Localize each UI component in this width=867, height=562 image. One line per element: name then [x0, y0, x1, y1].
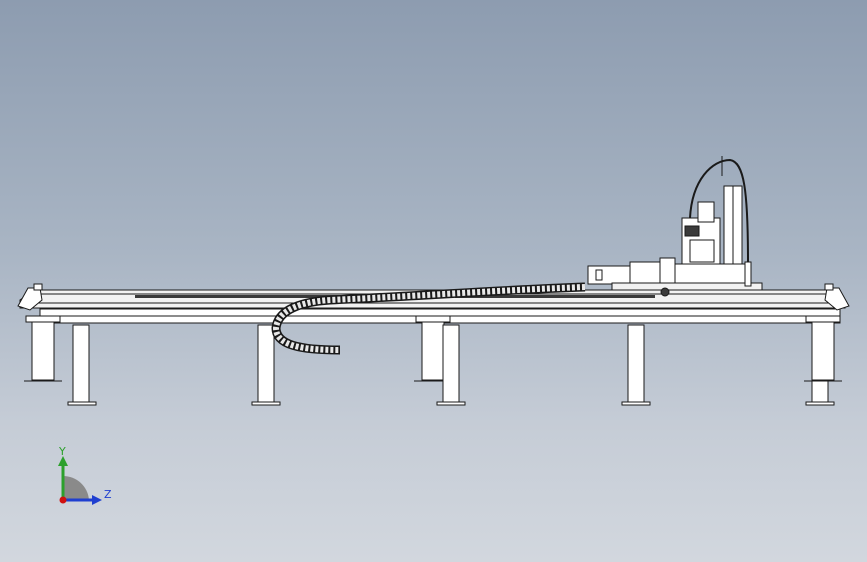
z-axis-column: [723, 185, 743, 265]
gantry-carriage: [587, 257, 763, 297]
support-leg: [804, 315, 842, 382]
support-leg: [67, 324, 97, 406]
support-leg: [251, 324, 281, 406]
end-cap-left: [17, 283, 43, 311]
coordinate-triad-icon: Y Z: [58, 445, 112, 505]
z-axis-arrowhead: [92, 495, 102, 505]
origin-dot: [59, 496, 67, 504]
support-leg: [436, 324, 466, 406]
z-axis-motor: [681, 201, 721, 265]
rack-gear: [135, 295, 445, 298]
cable-loop: [689, 156, 749, 263]
end-cap-right: [824, 283, 850, 311]
support-leg: [621, 324, 651, 406]
support-leg: [805, 380, 835, 406]
z-axis-label: Z: [104, 488, 112, 501]
cable-drag-chain: [271, 282, 586, 355]
support-leg: [24, 315, 62, 382]
y-axis-label: Y: [58, 445, 66, 458]
triad-patch: [63, 475, 89, 500]
gantry-assembly: [17, 156, 850, 406]
y-axis-arrowhead: [58, 456, 68, 466]
